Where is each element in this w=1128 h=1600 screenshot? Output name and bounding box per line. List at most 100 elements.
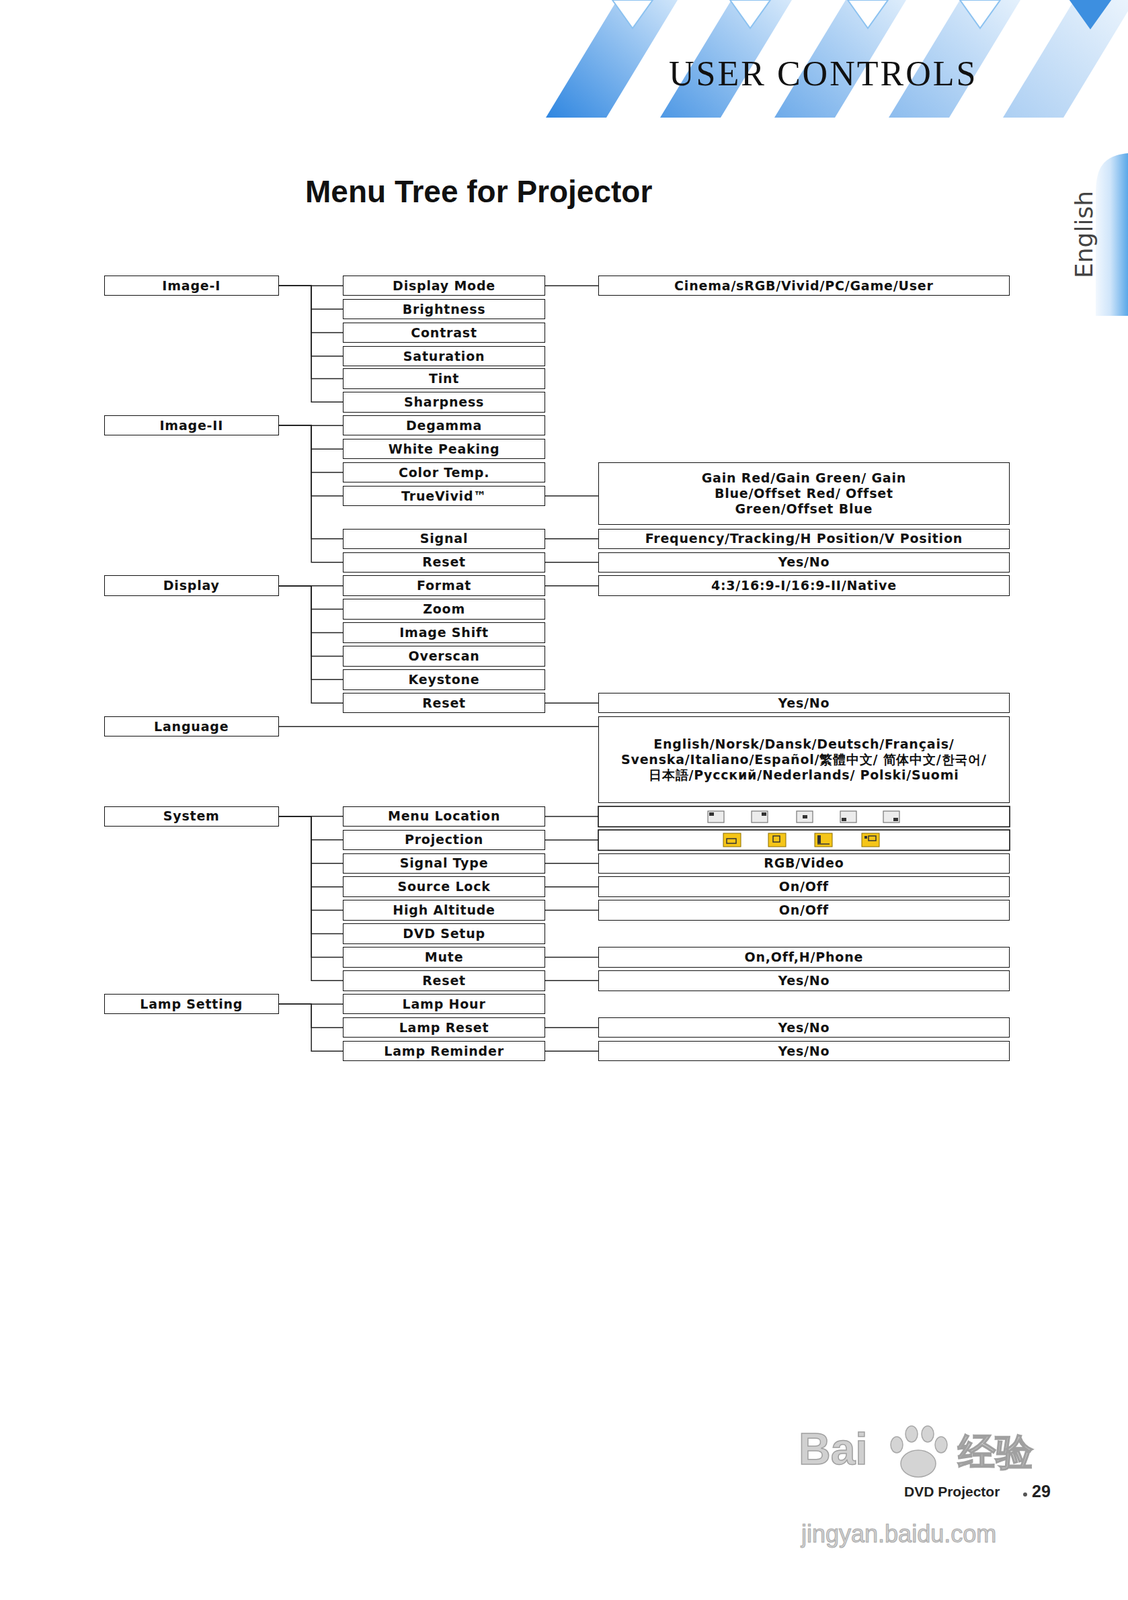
submenu-box: Format (342, 575, 546, 596)
menu-location-options (545, 806, 1010, 827)
menu-text: Yes/No (777, 973, 830, 989)
tree-connector (545, 910, 599, 912)
submenu-box: Source Lock (342, 876, 546, 897)
submenu-box: High Altitude (342, 900, 546, 921)
header-triangle (959, 0, 1001, 29)
menu-text: System (163, 808, 220, 825)
submenu-box: Reset (342, 552, 546, 573)
submenu-box: Lamp Hour (342, 994, 546, 1015)
menu-text: Gain Red/Gain Green/ Gain Blue/Offset Re… (696, 470, 912, 517)
section-header: USER CONTROLS (668, 53, 978, 94)
submenu-box: Signal (342, 529, 546, 550)
submenu-box: Reset (342, 693, 546, 714)
menu-text: Saturation (403, 348, 485, 365)
menu-text: Degamma (406, 418, 482, 434)
tree-connector (278, 816, 344, 911)
submenu-box: DVD Setup (342, 923, 546, 944)
submenu-box: Projection (342, 830, 546, 851)
menu-text: Frequency/Tracking/H Position/V Position (645, 531, 963, 547)
menu-text: DVD Setup (402, 926, 486, 942)
option-box: On,Off,H/Phone (598, 947, 1010, 968)
submenu-box: White Peaking (342, 438, 546, 460)
menu-text: Signal Type (399, 855, 489, 872)
tree-line (545, 816, 599, 818)
menu-text: Yes/No (777, 1043, 830, 1060)
menu-text: TrueVivid™ (401, 488, 487, 505)
submenu-box: Lamp Reminder (342, 1041, 546, 1062)
menu-position-icon (751, 811, 768, 823)
menu-text: Tint (428, 371, 460, 387)
menu-text: Image Shift (399, 625, 489, 641)
menu-text: Lamp Reminder (383, 1043, 505, 1060)
menu-box: Display (104, 575, 279, 596)
submenu-box: TrueVivid™ (342, 486, 546, 507)
tree-connector (545, 957, 599, 959)
menu-box: Image-II (104, 415, 279, 436)
menu-box: Lamp Setting (104, 994, 279, 1015)
submenu-box: Keystone (342, 669, 546, 690)
menu-box: Image-I (104, 275, 279, 296)
submenu-box: Mute (342, 947, 546, 968)
submenu-box: Menu Location (342, 806, 546, 827)
header-stripes (545, 0, 1128, 118)
projection-icon (861, 833, 880, 848)
option-box: Frequency/Tracking/H Position/V Position (598, 529, 1010, 550)
watermark: 经验 (957, 1427, 1034, 1479)
tree-connector (545, 585, 599, 587)
menu-text: Lamp Setting (139, 996, 243, 1013)
tree-connector (278, 726, 599, 728)
tree-connector (278, 425, 344, 473)
tree-connector (278, 816, 344, 888)
tree-connector (278, 816, 344, 982)
submenu-box: Saturation (342, 346, 546, 367)
diagram-title: Menu Tree for Projector (305, 173, 653, 210)
tree-connector (278, 285, 344, 310)
menu-text: Format (416, 578, 472, 594)
submenu-box: Color Temp. (342, 462, 546, 483)
menu-text: Contrast (410, 325, 478, 341)
tree-connector (278, 816, 344, 864)
option-box: Yes/No (598, 1017, 1010, 1038)
page-number: 29 (1031, 1482, 1051, 1502)
tree-connector (545, 1027, 599, 1029)
menu-text: Reset (422, 695, 466, 712)
menu-text: White Peaking (388, 441, 501, 458)
option-box: English/Norsk/Dansk/Deutsch/Français/ Sv… (598, 716, 1010, 804)
menu-text: Mute (424, 949, 464, 966)
menu-text: Lamp Reset (399, 1020, 490, 1036)
submenu-box: Sharpness (342, 391, 546, 413)
menu-text: Cinema/sRGB/Vivid/PC/Game/User (674, 278, 934, 294)
menu-text: Display (163, 578, 220, 594)
option-box: On/Off (598, 900, 1010, 921)
menu-position-icon (707, 811, 724, 823)
submenu-box: Tint (342, 368, 546, 389)
language-tab (1095, 153, 1128, 316)
submenu-box: Signal Type (342, 853, 546, 874)
tree-connector (278, 425, 344, 450)
menu-text: Image-II (159, 418, 224, 434)
submenu-box: Degamma (342, 415, 546, 436)
projection-icon (768, 833, 786, 848)
menu-text: RGB/Video (763, 855, 844, 872)
option-box: Yes/No (598, 693, 1010, 714)
menu-box: Language (104, 716, 279, 737)
tree-connector (278, 586, 344, 704)
menu-position-icon (840, 811, 857, 823)
option-box: On/Off (598, 876, 1010, 897)
submenu-box: Contrast (342, 322, 546, 343)
tree-connector (278, 285, 344, 333)
menu-text: Image-I (162, 278, 221, 294)
menu-text: Zoom (422, 601, 466, 618)
tree-connector (545, 703, 599, 705)
menu-text: Signal (420, 531, 468, 547)
header-triangle (730, 0, 771, 29)
submenu-box: Overscan (342, 646, 546, 667)
menu-text: English/Norsk/Dansk/Deutsch/Français/ Sv… (615, 736, 993, 783)
footer-text: DVD Projector (904, 1484, 1000, 1501)
menu-text: Display Mode (392, 278, 496, 294)
tree-connector (545, 980, 599, 983)
option-box: Gain Red/Gain Green/ Gain Blue/Offset Re… (598, 462, 1010, 526)
watermark-paw (890, 1426, 948, 1478)
